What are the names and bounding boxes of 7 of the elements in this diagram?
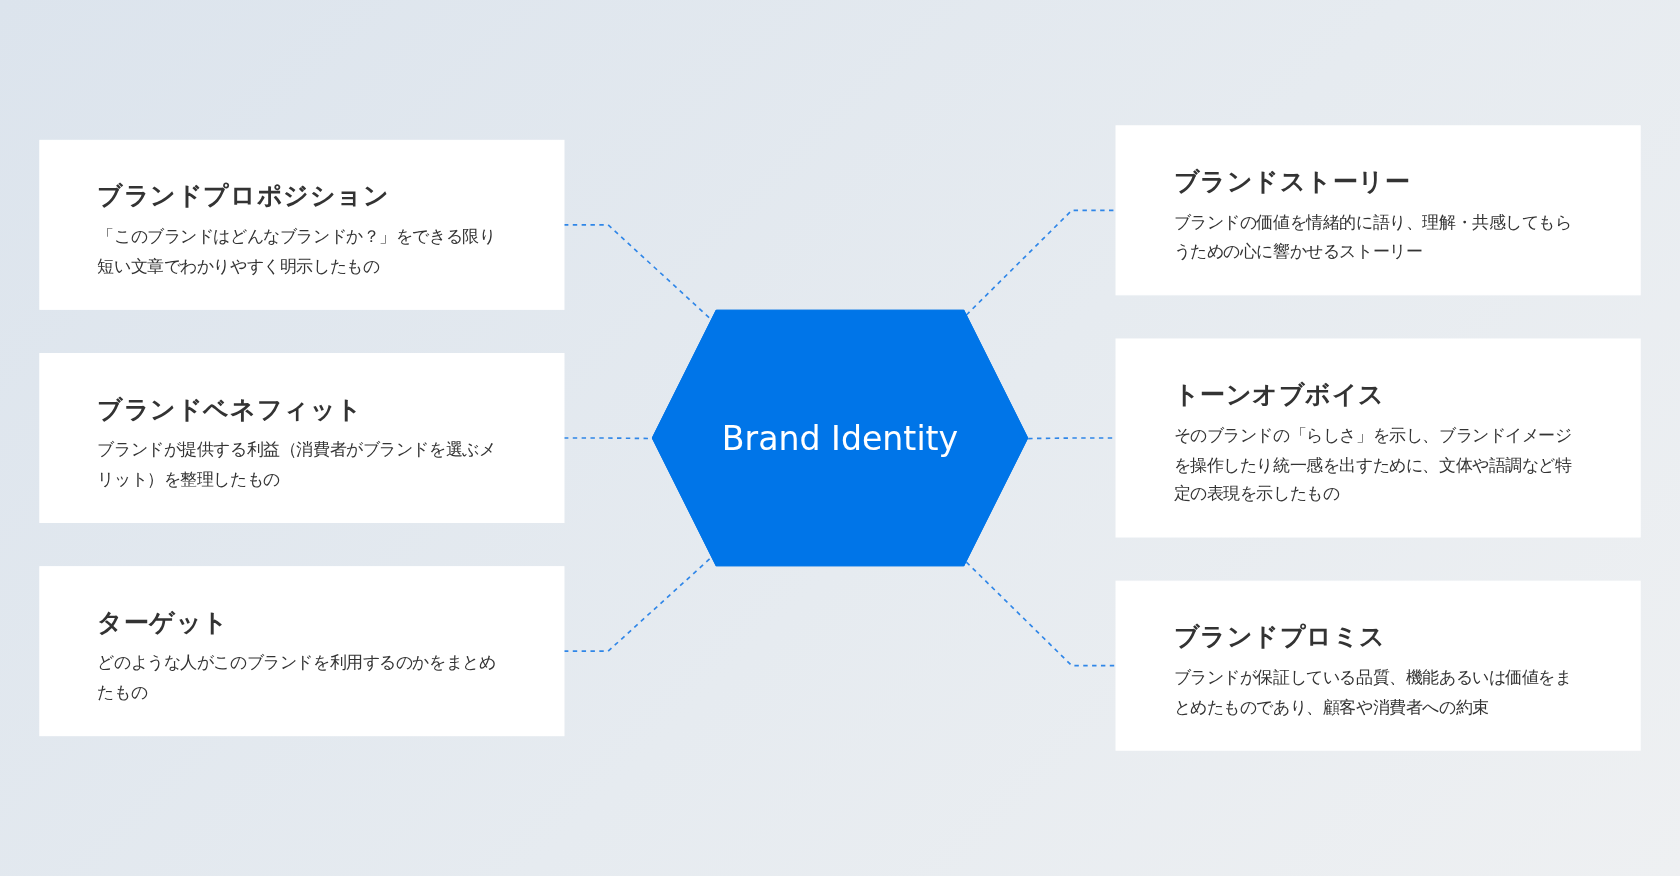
connector <box>965 561 1117 667</box>
node-box: ブランドストーリー ブランドの価値を情緒的に語り、理解・共感してもらうための心に響かせるストーリー <box>1115 125 1641 296</box>
node-box: ターゲット どのような人がこのブランドを利用するのかをまとめたもの <box>39 566 565 737</box>
node-box: ブランドプロミス ブランドが保証している品質、機能あるいは価値をまとめたものであり、顧客や消費者への約束 <box>1115 580 1641 751</box>
node-box: ブランドベネフィット ブランドが提供する利益（消費者がブランドを選ぶメリット）を整理したもの <box>39 352 565 524</box>
node-box: トーンオブボイス そのブランドの「らしさ」を示し、ブランドイメージを操作したり統一感を出すために、文体や語調など特定の表現を示したもの <box>1115 338 1641 538</box>
node-box: ブランドプロポジション 「このブランドはどんなブランドか？」をできる限り短い文章でわかりやすく明示したもの <box>39 139 565 310</box>
